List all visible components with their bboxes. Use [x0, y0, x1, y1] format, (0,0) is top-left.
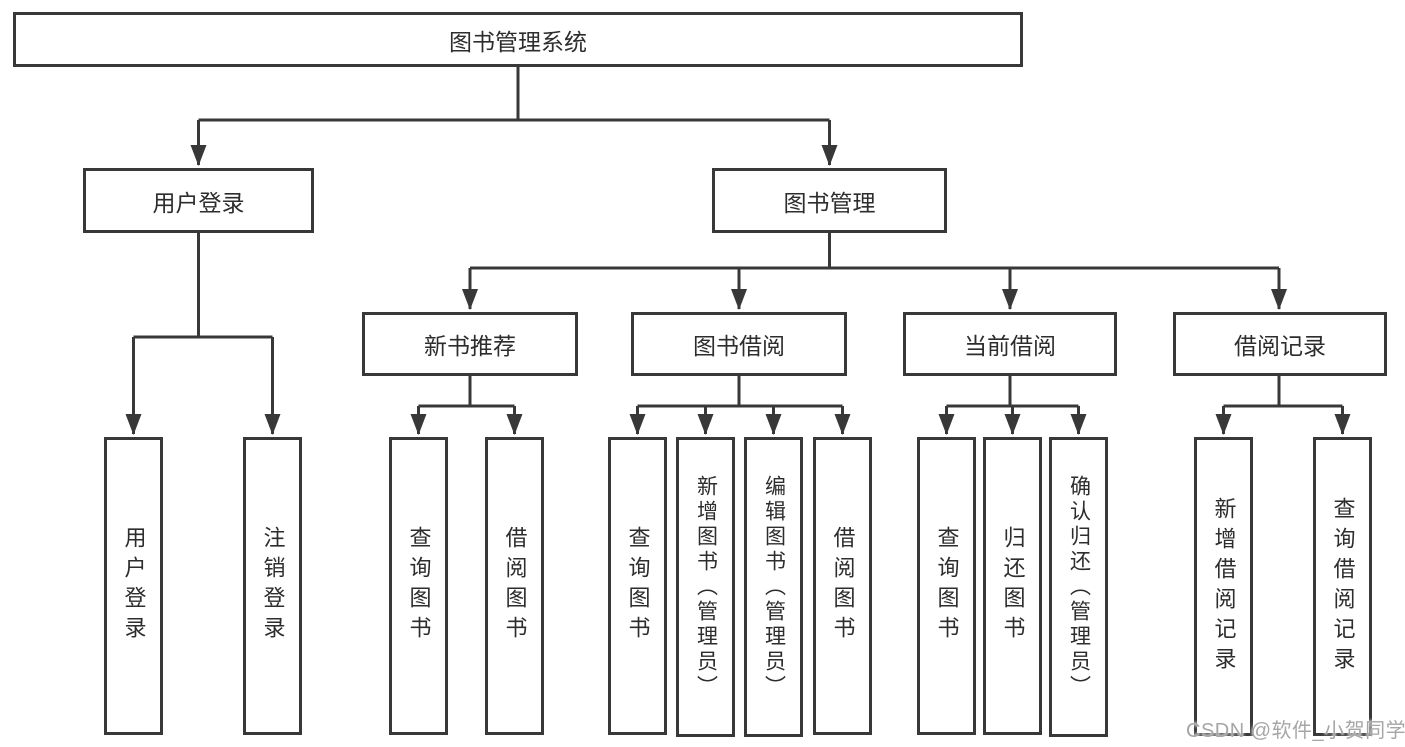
connector-user-login-trunk [133, 233, 273, 339]
node-new-book-recommend: 新书推荐 [362, 312, 578, 376]
watermark: CSDN @软件_小贺同学 [1186, 720, 1405, 742]
leaf-query-books-3: 查询图书 [917, 437, 976, 735]
leaf-add-books-admin: 新增图书（管理员） [676, 437, 735, 737]
leaf-query-books-2: 查询图书 [608, 437, 667, 735]
leaf-confirm-return-admin: 确认归还（管理员） [1049, 437, 1108, 737]
connector-current-borrow-trunk [946, 376, 1079, 408]
connector-book-borrow-trunk [637, 376, 843, 408]
connector-root-trunk [198, 67, 830, 122]
leaf-user-login: 用户登录 [104, 437, 163, 735]
node-library-system: 图书管理系统 [13, 12, 1023, 67]
leaf-query-borrow-record: 查询借阅记录 [1313, 437, 1372, 736]
node-current-borrow: 当前借阅 [903, 312, 1117, 376]
node-book-management: 图书管理 [712, 168, 947, 233]
node-borrow-records: 借阅记录 [1173, 312, 1387, 376]
leaf-return-books: 归还图书 [983, 437, 1042, 735]
leaf-logout: 注销登录 [243, 437, 302, 735]
node-book-borrow: 图书借阅 [631, 312, 847, 376]
connector-borrow-records-trunk [1223, 376, 1343, 408]
connector-book-management-trunk [470, 233, 1279, 270]
leaf-add-borrow-record: 新增借阅记录 [1194, 437, 1253, 736]
leaf-borrow-books-1: 借阅图书 [485, 437, 544, 735]
leaf-edit-books-admin: 编辑图书（管理员） [744, 437, 803, 737]
leaf-query-books-1: 查询图书 [389, 437, 448, 735]
leaf-borrow-books-2: 借阅图书 [813, 437, 872, 735]
connector-new-book-trunk [418, 376, 515, 408]
node-user-login: 用户登录 [83, 168, 314, 233]
